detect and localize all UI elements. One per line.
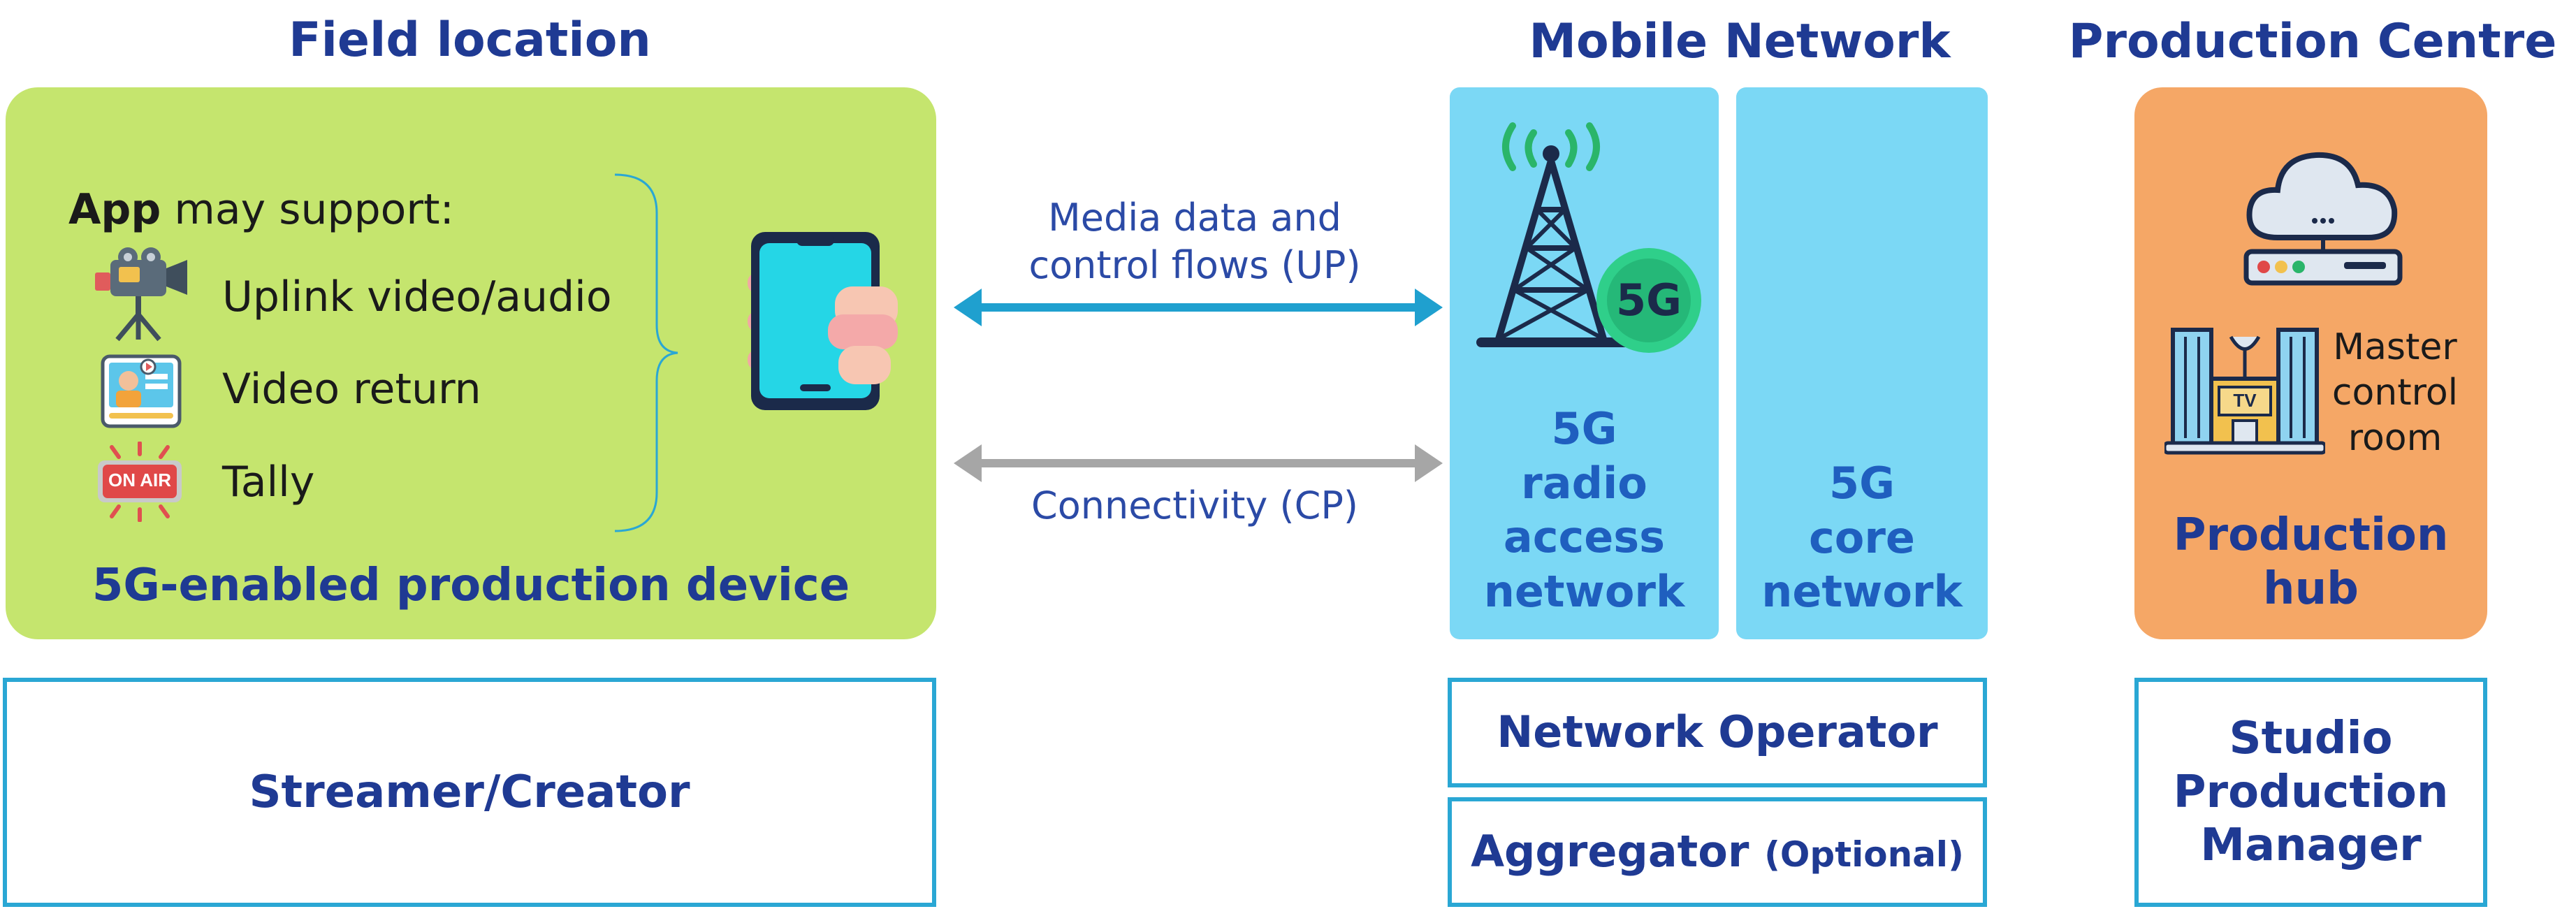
mcr-label-line2: control — [2331, 372, 2459, 414]
tower-5g-badge: 5G — [1615, 275, 1682, 326]
production-hub-label: Production hub — [2134, 509, 2487, 616]
production-device-label: 5G-enabled production device — [92, 560, 850, 611]
streamer-creator-label: Streamer/Creator — [249, 766, 690, 818]
ran-label-line4: network — [1483, 565, 1685, 617]
master-control-room-label: Master control room — [2318, 325, 2472, 461]
up-flow-label-line2: control flows (UP) — [1028, 242, 1361, 287]
on-air-badge-text: ON AIR — [108, 470, 172, 490]
studio-label-line3: Manager — [2200, 820, 2422, 872]
tv-building-icon: TV — [2162, 323, 2327, 459]
studio-label-line1: Studio — [2229, 712, 2393, 764]
aggregator-optional-text: (Optional) — [1764, 834, 1964, 875]
ran-label: 5G radio access network — [1450, 402, 1719, 618]
core-label: 5G core network — [1736, 456, 1988, 619]
ran-label-line1: 5G — [1551, 403, 1617, 454]
grouping-brace — [608, 171, 685, 535]
control-plane-arrow — [954, 439, 1443, 488]
ran-label-line3: access — [1503, 511, 1666, 562]
core-label-line1: 5G — [1828, 458, 1895, 509]
up-flow-label: Media data and control flows (UP) — [964, 194, 1425, 289]
core-label-line2: core — [1809, 511, 1915, 563]
field-location-title: Field location — [289, 13, 651, 68]
app-support-text: may support: — [161, 185, 454, 234]
mcr-label-line1: Master — [2333, 326, 2457, 368]
production-centre-title: Production Centre — [2068, 14, 2557, 69]
core-network-box — [1736, 87, 1988, 639]
cp-flow-label: Connectivity (CP) — [1031, 483, 1358, 528]
on-air-icon: ON AIR — [94, 441, 185, 523]
video-return-item: Video return — [222, 365, 481, 414]
studio-manager-label: Studio Production Manager — [2174, 712, 2449, 873]
tally-item: Tally — [222, 458, 315, 507]
up-flow-label-line1: Media data and — [1048, 196, 1341, 240]
streamer-creator-box: Streamer/Creator — [3, 678, 936, 907]
ran-label-line2: radio — [1521, 457, 1647, 509]
user-plane-arrow — [954, 283, 1443, 332]
network-operator-label: Network Operator — [1497, 706, 1938, 758]
smartphone-hand-icon — [723, 231, 905, 419]
cell-tower-icon: 5G — [1471, 115, 1708, 356]
tv-sign: TV — [2233, 390, 2257, 411]
radio-access-network-box — [1450, 87, 1719, 639]
aggregator-box: Aggregator (Optional) — [1448, 797, 1987, 907]
mobile-network-title: Mobile Network — [1529, 14, 1951, 69]
app-support-heading: App may support: — [68, 185, 454, 234]
video-return-icon — [99, 353, 183, 430]
studio-production-manager-box: Studio Production Manager — [2134, 678, 2487, 907]
video-camera-icon — [89, 245, 194, 342]
network-operator-box: Network Operator — [1448, 678, 1987, 787]
uplink-item: Uplink video/audio — [222, 272, 612, 321]
app-label: App — [68, 185, 161, 234]
mcr-label-line3: room — [2348, 417, 2443, 459]
aggregator-text: Aggregator — [1471, 826, 1749, 878]
cloud-server-icon — [2239, 140, 2407, 293]
hub-label-line1: Production — [2173, 509, 2449, 561]
aggregator-label: Aggregator (Optional) — [1471, 826, 1964, 878]
studio-label-line2: Production — [2173, 766, 2449, 818]
core-label-line3: network — [1761, 566, 1963, 617]
hub-label-line2: hub — [2263, 562, 2359, 615]
